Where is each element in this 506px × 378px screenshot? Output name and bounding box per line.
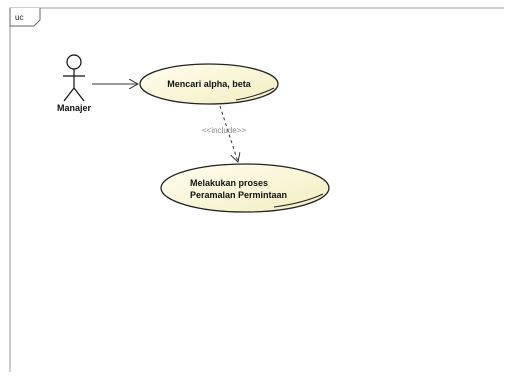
actor-name: Manajer (57, 103, 92, 113)
include-dashed-line (219, 105, 238, 162)
frame-tag-box (9, 8, 41, 27)
include-stereotype-label: <<include>> (202, 126, 246, 135)
frame-tag-label: uc (15, 13, 23, 22)
use-case-label: Mencari alpha, beta (167, 79, 252, 89)
use-case-label: Melakukan proses Peramalan Permintaan (190, 178, 287, 200)
use-case-peramalan-permintaan[interactable]: Melakukan proses Peramalan Permintaan (160, 163, 330, 213)
use-case-fold-mark (273, 193, 324, 208)
actor-manajer[interactable]: Manajer (57, 54, 92, 113)
use-case-mencari-alpha-beta[interactable]: Mencari alpha, beta (139, 63, 279, 105)
use-case-ellipse (160, 163, 330, 213)
actor-icon (63, 54, 85, 102)
include-relation: <<include>> (202, 105, 246, 162)
diagram-frame: uc (9, 7, 504, 372)
use-case-ellipse (139, 63, 279, 105)
use-case-fold-mark (235, 87, 275, 101)
